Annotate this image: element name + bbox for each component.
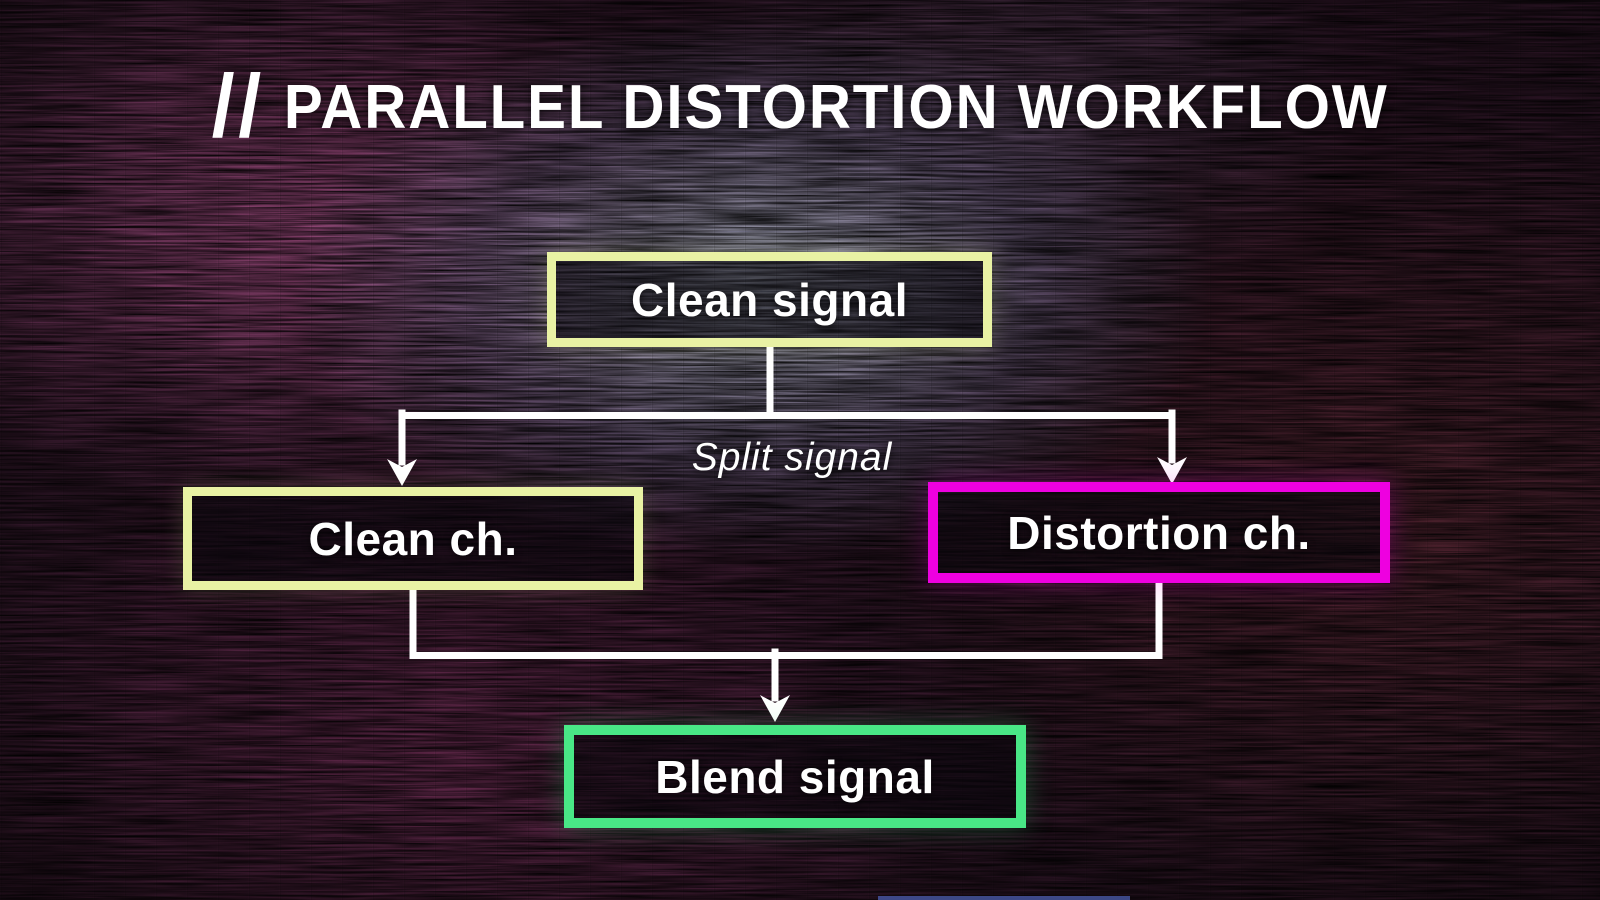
split-signal-label: Split signal [691, 436, 893, 479]
page-title: // PARALLEL DISTORTION WORKFLOW [0, 56, 1600, 155]
title-slashes: // [211, 56, 265, 155]
node-clean-signal: Clean signal [547, 252, 992, 347]
glitch-artifact [878, 896, 1130, 900]
node-label: Blend signal [655, 750, 935, 803]
node-blend-signal: Blend signal [564, 725, 1026, 828]
page-title-inner: // PARALLEL DISTORTION WORKFLOW [211, 56, 1389, 155]
node-label: Clean signal [631, 273, 908, 326]
node-label: Distortion ch. [1007, 506, 1311, 559]
arrow-down-icon [1157, 457, 1187, 484]
node-label: Clean ch. [308, 512, 518, 565]
arrow-down-icon [387, 459, 417, 486]
connector-arrowheads [387, 457, 1187, 722]
node-distortion-channel: Distortion ch. [928, 482, 1390, 583]
node-clean-channel: Clean ch. [183, 487, 643, 590]
title-text: PARALLEL DISTORTION WORKFLOW [283, 73, 1389, 142]
arrow-down-icon [760, 695, 790, 722]
connector-lines [398, 341, 1176, 702]
